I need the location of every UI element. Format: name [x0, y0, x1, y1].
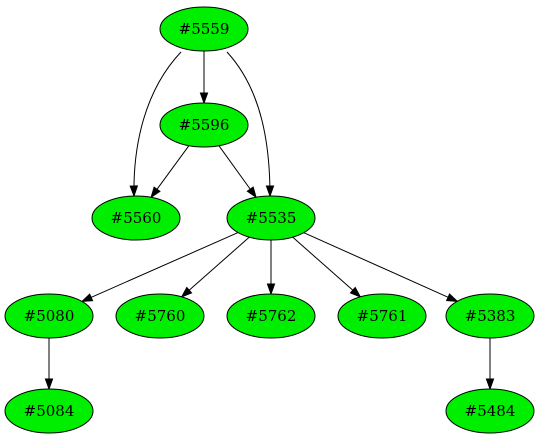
arrowhead-icon: [485, 378, 495, 391]
edge-5080-to-5084: [44, 338, 54, 391]
node-5760-label: #5760: [135, 307, 186, 325]
edge-5596-to-5560: [150, 145, 190, 199]
arrowhead-icon: [150, 186, 161, 199]
node-5560-label: #5560: [111, 209, 162, 227]
node-5383[interactable]: #5383: [445, 293, 535, 339]
arrowhead-icon: [246, 186, 257, 199]
node-5383-label: #5383: [465, 307, 516, 325]
node-5080[interactable]: #5080: [4, 293, 94, 339]
edge-5535-to-5080: [80, 232, 239, 303]
node-5080-label: #5080: [24, 307, 75, 325]
node-5383-ellipse: [445, 293, 535, 339]
node-5084[interactable]: #5084: [4, 388, 94, 434]
node-5084-ellipse: [4, 388, 94, 434]
edge-5535-to-5383: [303, 232, 459, 302]
node-5761-ellipse: [337, 293, 427, 339]
edges-layer: [44, 51, 495, 391]
arrowhead-icon: [266, 283, 276, 296]
edge-5535-to-5761: [292, 236, 362, 298]
edge-5535-to-5080-line: [90, 232, 239, 299]
node-5080-ellipse: [4, 293, 94, 339]
edge-5383-to-5484: [485, 338, 495, 391]
arrowhead-icon: [44, 378, 54, 391]
node-5484-label: #5484: [465, 402, 516, 420]
node-5535[interactable]: #5535: [226, 195, 316, 241]
node-5596-label: #5596: [179, 116, 230, 134]
node-5559-ellipse: [159, 6, 249, 52]
edge-5535-to-5761-line: [292, 236, 354, 292]
node-5762-ellipse: [226, 293, 316, 339]
arrowhead-icon: [129, 185, 139, 198]
edge-5596-to-5560-line: [156, 145, 190, 191]
edge-5596-to-5535: [218, 145, 257, 199]
edge-5559-to-5596: [199, 51, 209, 105]
node-5559[interactable]: #5559: [159, 6, 249, 52]
node-5596[interactable]: #5596: [159, 102, 249, 148]
edge-5535-to-5762: [266, 240, 276, 296]
edge-5559-to-5535: [226, 51, 275, 198]
node-5761-label: #5761: [357, 307, 408, 325]
node-5760[interactable]: #5760: [115, 293, 205, 339]
node-5484[interactable]: #5484: [445, 388, 535, 434]
arrowhead-icon: [180, 286, 193, 298]
node-5760-ellipse: [115, 293, 205, 339]
arrowhead-icon: [199, 92, 209, 105]
edge-5559-to-5560-line: [133, 51, 182, 197]
node-5560[interactable]: #5560: [91, 195, 181, 241]
arrowhead-icon: [80, 293, 94, 303]
arrowhead-icon: [265, 185, 275, 198]
node-5559-label: #5559: [179, 20, 230, 38]
edge-5559-to-5535-line: [226, 51, 271, 197]
node-5484-ellipse: [445, 388, 535, 434]
node-5596-ellipse: [159, 102, 249, 148]
node-5535-ellipse: [226, 195, 316, 241]
node-5560-ellipse: [91, 195, 181, 241]
node-5762[interactable]: #5762: [226, 293, 316, 339]
arrowhead-icon: [445, 293, 459, 302]
node-5762-label: #5762: [246, 307, 297, 325]
node-5084-label: #5084: [24, 402, 75, 420]
edge-5596-to-5535-line: [218, 145, 252, 191]
node-5535-label: #5535: [246, 209, 297, 227]
node-5761[interactable]: #5761: [337, 293, 427, 339]
edge-5535-to-5760-line: [188, 236, 250, 292]
nodes-layer: #5559 #5596 #5560 #5535 #5080 #5760 #5762 #5761…: [4, 6, 535, 434]
edge-5535-to-5383-line: [303, 232, 450, 299]
edge-5559-to-5560: [129, 51, 182, 198]
arrowhead-icon: [349, 286, 362, 298]
edge-5535-to-5760: [180, 236, 250, 298]
